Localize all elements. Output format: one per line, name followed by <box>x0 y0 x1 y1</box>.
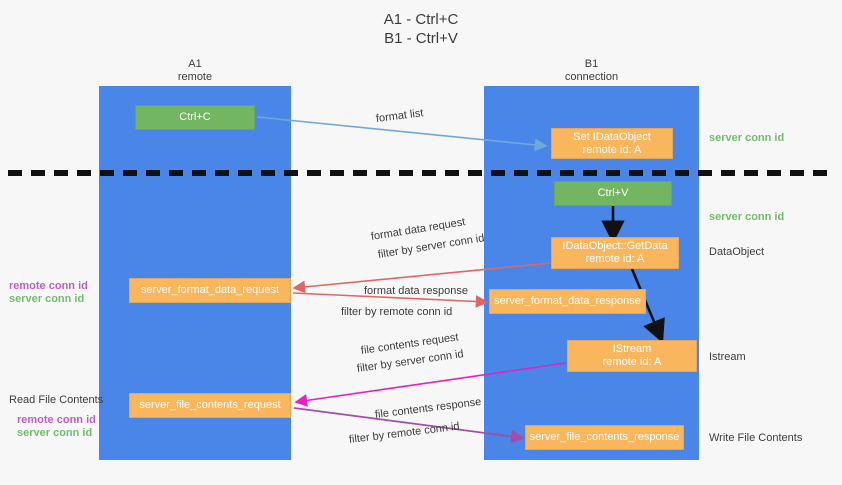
box-server-file-contents-response-label: server_file_contents_response <box>529 431 680 443</box>
annotation-right-server-conn-id-mid: server conn id <box>709 211 785 223</box>
column-header-b1: B1 connection <box>484 58 699 84</box>
label-format-data-response-filter: filter by remote conn id <box>341 305 452 319</box>
box-istream-line1: IStream <box>612 343 652 355</box>
label-format-data-request-filter-value: server conn id <box>415 232 486 255</box>
label-format-list: format list <box>375 107 425 125</box>
label-file-contents-response-filter: filter by remote conn id <box>348 419 460 446</box>
label-file-contents-response-filter-value: remote conn id <box>386 420 461 442</box>
label-file-contents-request-filter-prefix: filter by <box>356 358 393 375</box>
label-format-data-response: format data response <box>364 285 468 297</box>
annotation-right-server-conn-id-top: server conn id <box>709 132 785 144</box>
box-istream[interactable]: IStream remote id: A <box>567 340 697 372</box>
column-header-a1-sub: remote <box>177 71 213 83</box>
box-idataobject-getdata-line2: remote id: A <box>585 253 645 265</box>
box-istream-line2: remote id: A <box>602 356 662 368</box>
box-server-file-contents-request[interactable]: server_file_contents_request <box>129 393 291 418</box>
annotation-left-remote-conn-id-1: remote conn id <box>9 280 88 292</box>
box-ctrl-v[interactable]: Ctrl+V <box>554 181 672 206</box>
annotation-left-server-conn-id-2: server conn id <box>17 427 93 439</box>
column-header-b1-name: B1 <box>584 58 599 70</box>
box-server-file-contents-request-label: server_file_contents_request <box>139 399 281 411</box>
box-idataobject-getdata[interactable]: IDataObject::GetData remote id: A <box>551 237 679 269</box>
annotation-right-dataobject: DataObject <box>709 246 765 258</box>
annotation-left-server-conn-id-1: server conn id <box>9 293 85 305</box>
box-set-idataobject-line2: remote id: A <box>582 143 642 156</box>
box-ctrl-c-label: Ctrl+C <box>179 111 211 123</box>
column-header-a1-name: A1 <box>188 58 202 70</box>
page-title: A1 - Ctrl+C B1 - Ctrl+V <box>383 11 459 47</box>
box-server-format-data-response[interactable]: server_format_data_response <box>489 289 646 314</box>
box-set-idataobject-line1: Set IDataObject <box>573 130 651 143</box>
label-file-contents-response: file contents response <box>374 396 482 421</box>
label-format-data-response-filter-prefix: filter by <box>341 306 377 318</box>
box-ctrl-v-label: Ctrl+V <box>597 187 629 199</box>
column-header-b1-sub: connection <box>564 71 619 83</box>
box-set-idataobject[interactable]: Set IDataObject remote id: A <box>551 128 673 159</box>
annotation-right-write-file-contents: Write File Contents <box>709 432 803 444</box>
box-server-file-contents-response[interactable]: server_file_contents_response <box>525 425 684 450</box>
box-server-format-data-request[interactable]: server_format_data_request <box>129 278 291 303</box>
annotation-left-read-file-contents: Read File Contents <box>9 394 104 406</box>
label-format-data-response-filter-value: remote conn id <box>379 306 453 318</box>
box-server-format-data-response-label: server_format_data_response <box>494 295 641 307</box>
box-idataobject-getdata-line1: IDataObject::GetData <box>562 240 668 252</box>
label-file-contents-response-filter-prefix: filter by <box>348 429 385 446</box>
annotation-right-istream: Istream <box>709 351 746 363</box>
column-header-a1: A1 remote <box>99 58 291 84</box>
box-ctrl-c[interactable]: Ctrl+C <box>135 105 255 130</box>
annotation-left-remote-conn-id-2: remote conn id <box>17 414 96 426</box>
box-server-format-data-request-label: server_format_data_request <box>140 284 280 296</box>
time-divider <box>8 170 834 176</box>
label-format-data-request-filter-prefix: filter by <box>377 243 414 261</box>
